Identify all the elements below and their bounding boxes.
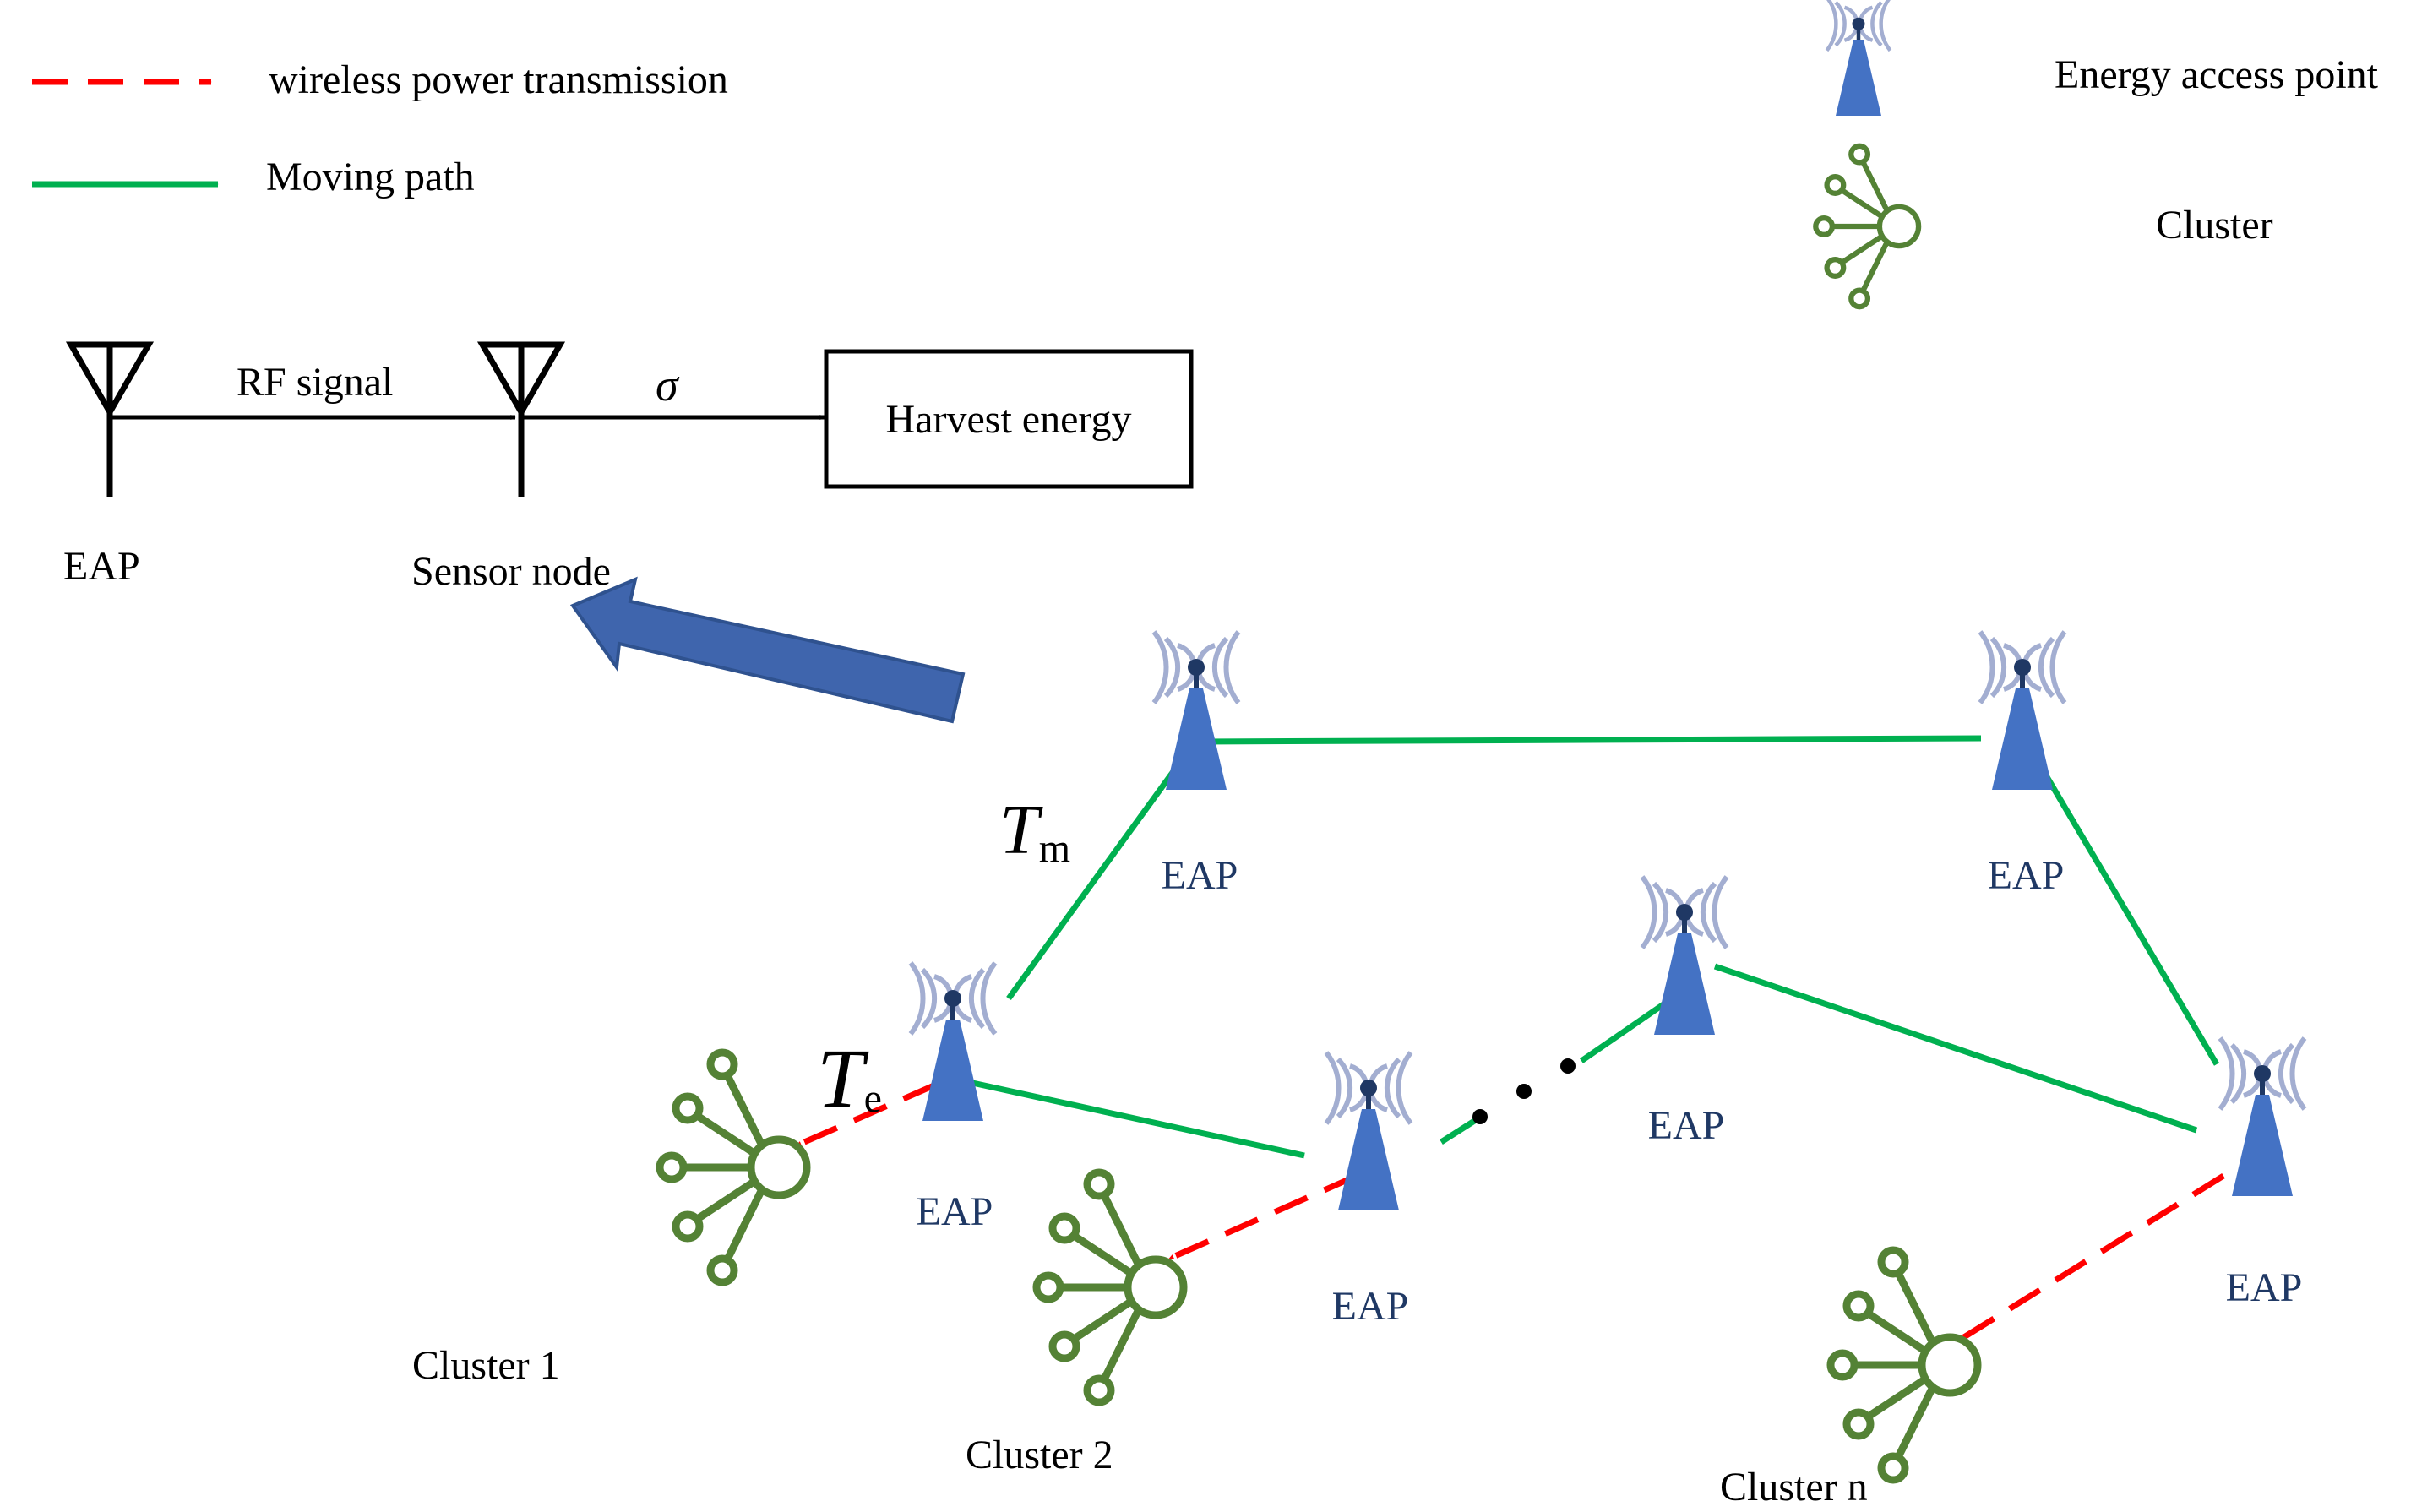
- harvest-energy-box: [824, 349, 1194, 489]
- eap-antenna-icon: [65, 341, 155, 497]
- eap-icon-n: [2220, 1038, 2305, 1196]
- wpt-eapn-to-clustern: [1958, 1173, 2225, 1342]
- cluster-n-icon: [1831, 1250, 1978, 1480]
- eap-label-3: EAP: [1648, 1103, 1725, 1148]
- eap-icon-top-left: [1154, 632, 1238, 790]
- tm-label: Tm: [999, 791, 1070, 871]
- ellipsis-dots: [1472, 1058, 1576, 1124]
- path-eap2-to-dots: [1440, 1116, 1480, 1145]
- sigma-label: σ: [656, 360, 680, 411]
- legend-cluster-icon: [1815, 146, 1918, 307]
- te-sub: e: [864, 1076, 882, 1121]
- rf-block: RF signal σ Harvest energy EAP Sensor no…: [63, 341, 1194, 594]
- eap-label-1: EAP: [917, 1189, 993, 1234]
- sensor-antenna-icon: [476, 341, 566, 497]
- eap-icon-1: [911, 963, 995, 1121]
- cluster-1-icon: [660, 1052, 807, 1282]
- eap-label-n: EAP: [2226, 1265, 2303, 1310]
- cluster-1-label: Cluster 1: [412, 1343, 560, 1388]
- eap-label-2: EAP: [1332, 1284, 1409, 1329]
- harvest-energy-label: Harvest energy: [886, 397, 1132, 442]
- sensor-node-label: Sensor node: [411, 549, 611, 594]
- cluster-2-label: Cluster 2: [966, 1433, 1113, 1477]
- cluster-2-icon: [1037, 1172, 1184, 1402]
- legend-eap-label: Energy access point: [2055, 52, 2379, 97]
- path-eap-topleft-to-eap1: [1006, 756, 1185, 1001]
- eap-label-top-right: EAP: [1988, 853, 2065, 898]
- tm-main: T: [999, 791, 1043, 869]
- legend-moving-label: Moving path: [266, 155, 475, 199]
- wpt-eap1-to-cluster1: [795, 1081, 938, 1149]
- path-eapn-to-topright: [2043, 774, 2220, 1066]
- path-eap3-to-eapn: [1713, 963, 2198, 1134]
- path-eap-topright-to-topleft: [1200, 735, 1982, 745]
- cluster-n-label: Cluster n: [1720, 1465, 1868, 1509]
- big-blue-arrow: [569, 576, 966, 724]
- legend: wireless power transmission Moving path …: [32, 0, 2379, 307]
- path-eap1-to-eap2: [964, 1078, 1305, 1159]
- legend-wpt-label: wireless power transmission: [269, 57, 728, 102]
- te-label: Te: [817, 1031, 882, 1125]
- moving-path: [964, 735, 2220, 1159]
- te-main: T: [817, 1031, 869, 1125]
- wpt-eap2-to-cluster2: [1167, 1172, 1358, 1262]
- wpt-links: [795, 1081, 2225, 1342]
- tm-sub: m: [1039, 826, 1070, 871]
- rf-signal-label: RF signal: [237, 360, 393, 405]
- legend-eap-icon: [1827, 0, 1891, 116]
- rf-eap-label: EAP: [63, 544, 140, 589]
- eap-label-top-left: EAP: [1162, 853, 1238, 898]
- eap-icon-top-right: [1980, 632, 2065, 790]
- legend-cluster-label: Cluster: [2156, 203, 2273, 247]
